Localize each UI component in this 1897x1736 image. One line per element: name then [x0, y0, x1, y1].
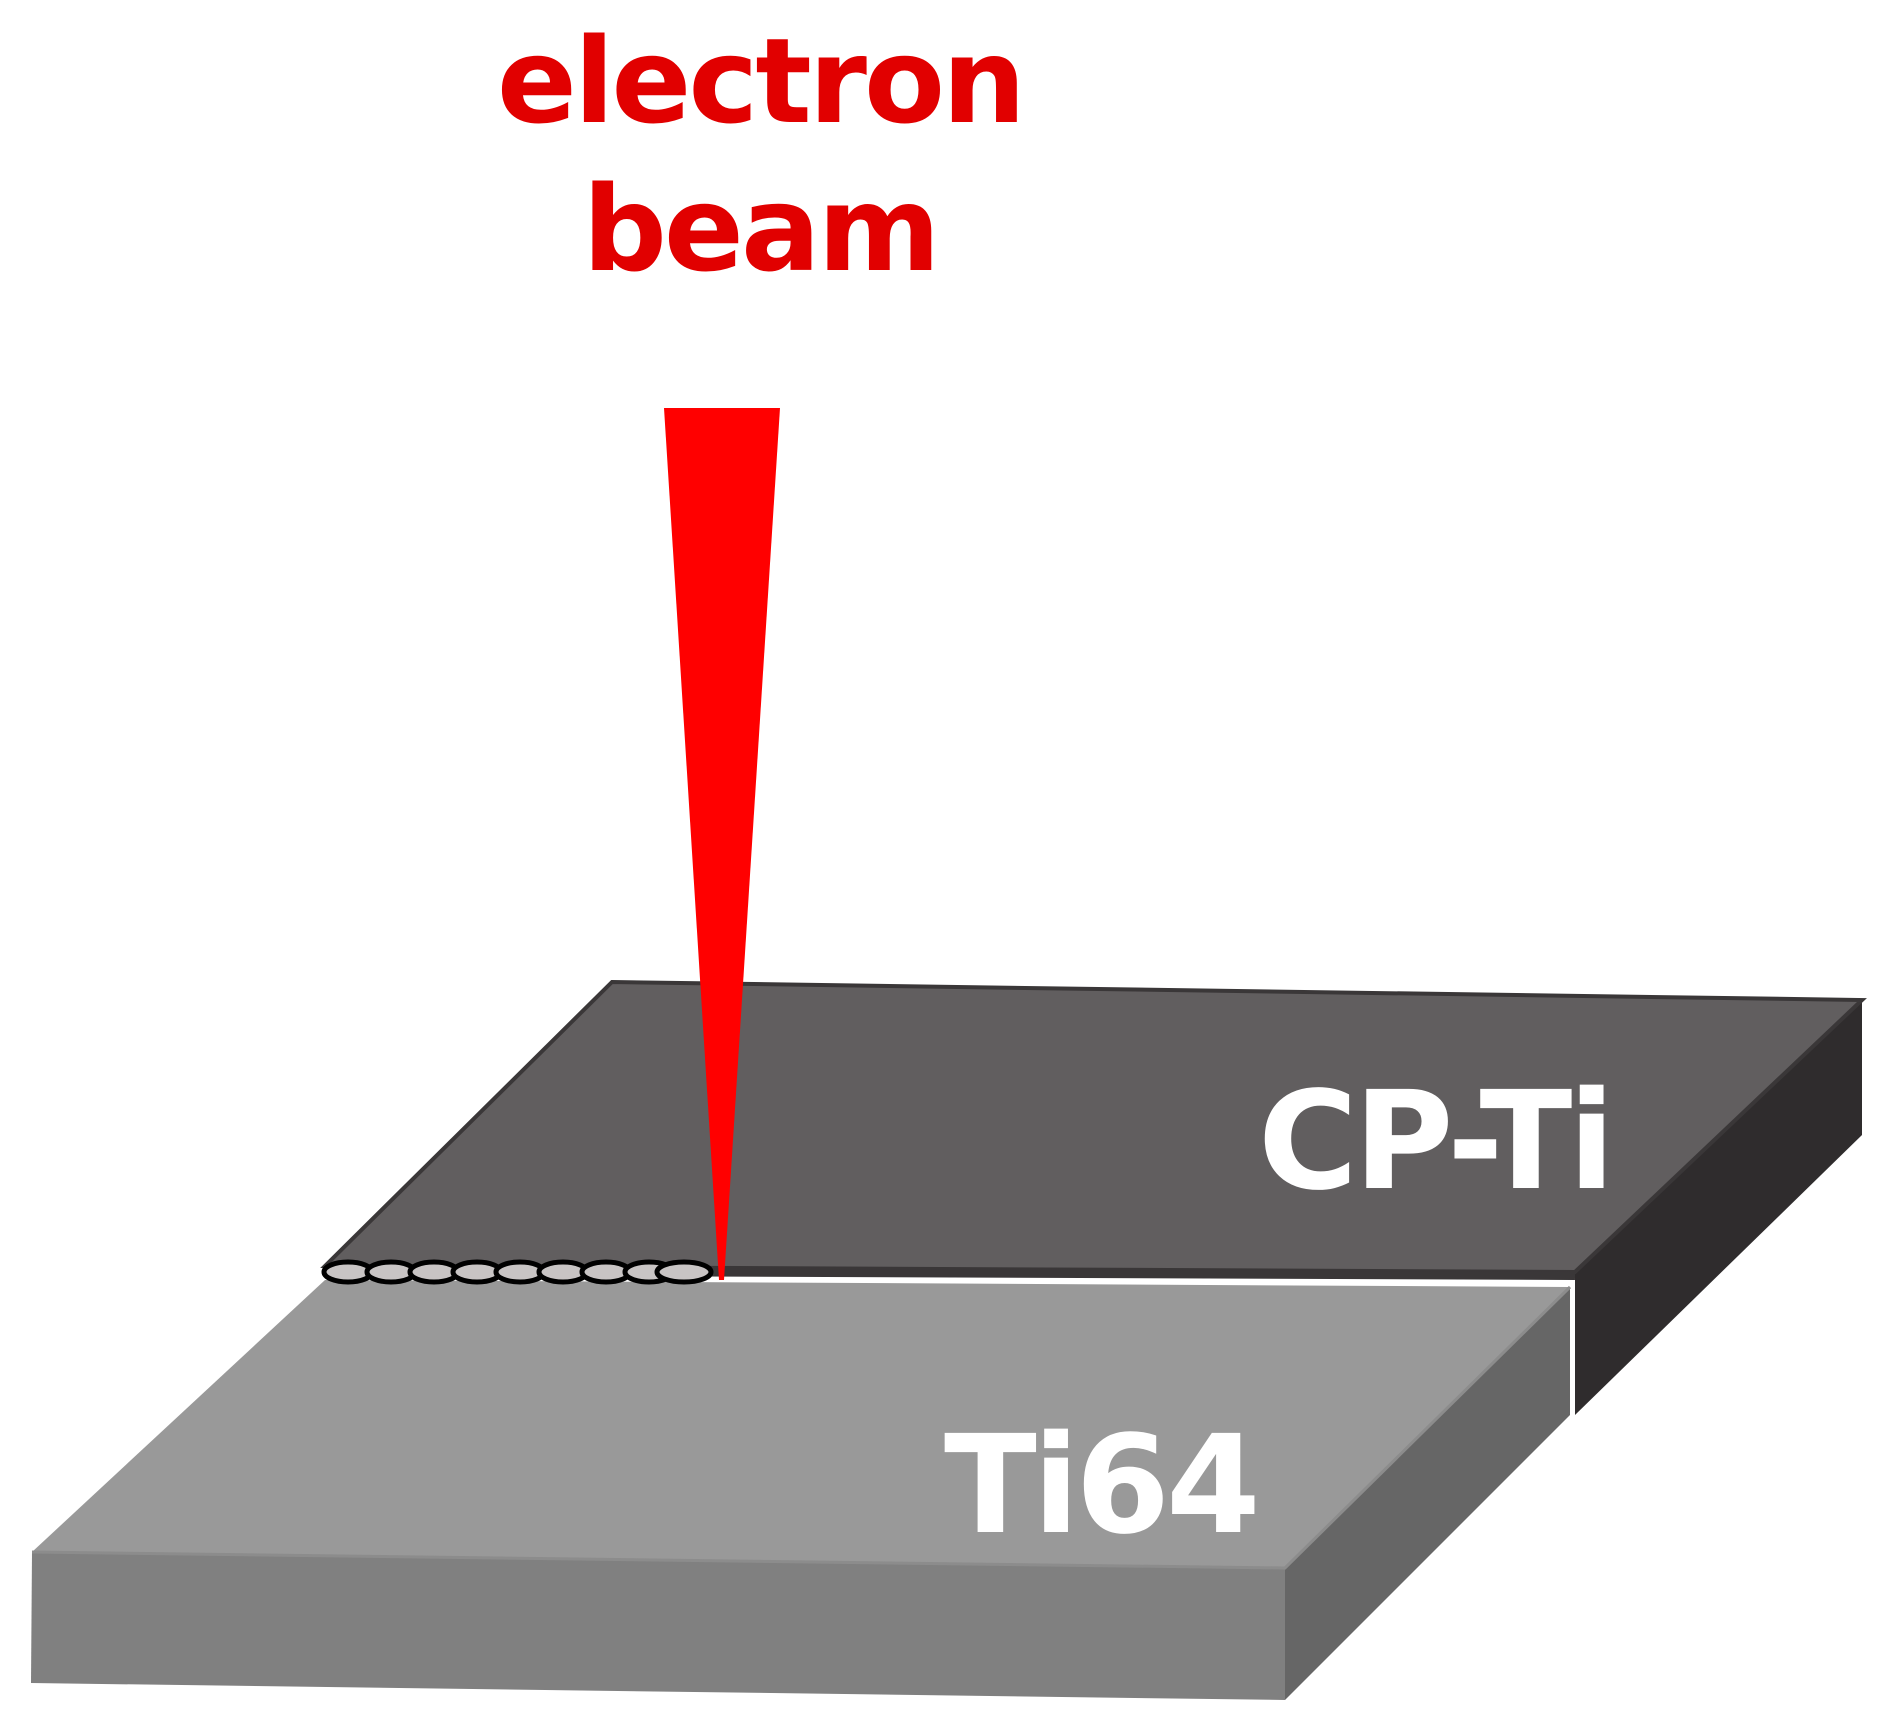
ti64-edge-highlight — [31, 1285, 1572, 1570]
beam-label-line2: beam — [582, 160, 940, 298]
ti64-front-face — [31, 1552, 1285, 1700]
weld-bead — [654, 1259, 714, 1285]
electron-beam — [664, 408, 780, 1280]
cp-ti-label: CP-Ti — [1258, 1063, 1615, 1221]
ti64-plate — [31, 1280, 1572, 1700]
beam-label-line1: electron — [496, 12, 1026, 150]
ti64-top-face — [32, 1280, 1570, 1568]
ti64-side-face — [1285, 1287, 1570, 1700]
cp-ti-side-face — [1575, 1000, 1862, 1415]
ti64-label: Ti64 — [944, 1407, 1261, 1565]
weld-bead-track — [321, 1259, 714, 1285]
